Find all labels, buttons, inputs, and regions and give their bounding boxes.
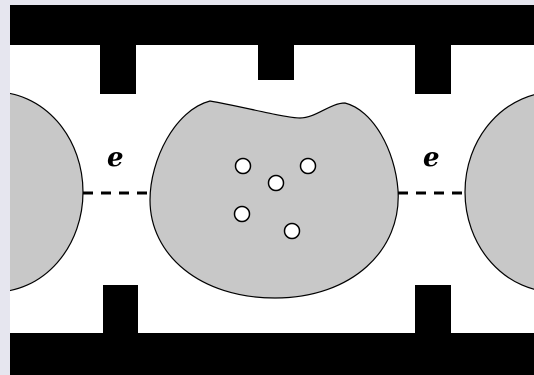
bottom-wall	[10, 333, 534, 375]
gap-label-left: e	[107, 143, 124, 173]
top-tooth	[258, 44, 294, 80]
bottom-tooth	[103, 285, 138, 334]
particle	[234, 157, 252, 175]
particle	[233, 205, 251, 223]
particle	[267, 174, 285, 192]
gap-label-right: e	[423, 143, 440, 173]
top-tooth	[100, 44, 136, 94]
center-blob	[149, 100, 399, 299]
bottom-tooth	[415, 285, 451, 334]
right-blob	[464, 94, 534, 290]
particle	[299, 157, 317, 175]
particle	[283, 222, 301, 240]
top-tooth	[415, 44, 451, 94]
top-wall	[10, 5, 534, 45]
